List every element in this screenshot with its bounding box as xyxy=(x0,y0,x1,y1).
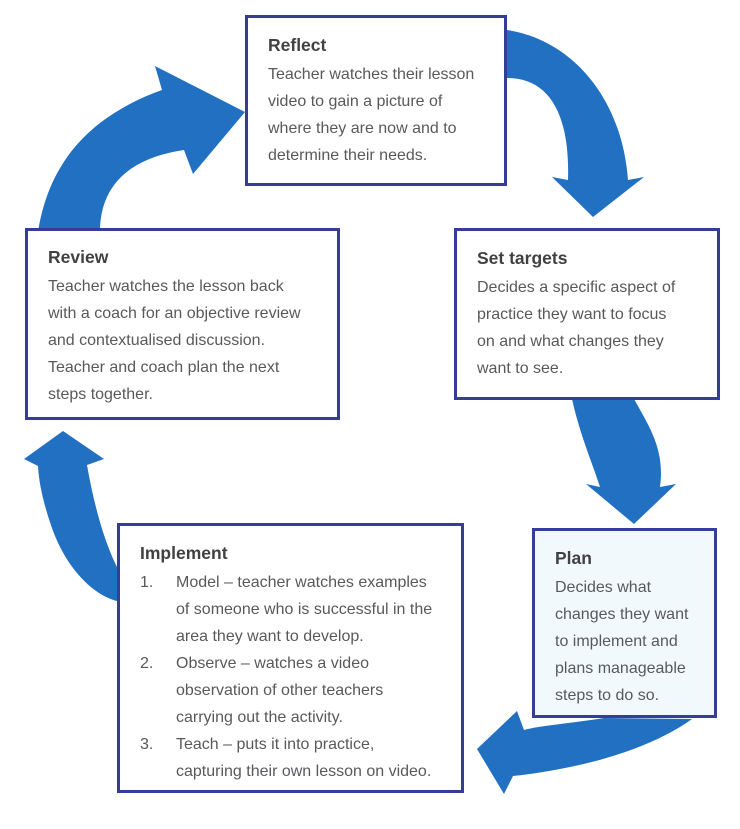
implement-step-text: Teach – puts it into practice, capturing… xyxy=(176,736,432,780)
implement-step-text: Observe – watches a video observation of… xyxy=(176,655,384,726)
implement-step-number: 2. xyxy=(140,655,154,672)
implement-step-number: 1. xyxy=(140,574,154,591)
plan-box: Plan Decides what changes they want to i… xyxy=(532,528,717,718)
reflect-box: Reflect Teacher watches their lesson vid… xyxy=(245,15,507,186)
arrow-reflect-to-set-targets-icon xyxy=(507,30,644,217)
arrow-plan-to-implement-icon xyxy=(477,711,692,794)
reflect-description: Teacher watches their lesson video to ga… xyxy=(268,66,475,164)
review-title: Review xyxy=(48,247,109,267)
reflect-title: Reflect xyxy=(268,35,327,55)
implement-step-number: 3. xyxy=(140,736,154,753)
set-targets-title: Set targets xyxy=(477,248,568,268)
set-targets-description: Decides a specific aspect of practice th… xyxy=(477,279,676,377)
implement-step-text: Model – teacher watches examples of some… xyxy=(176,574,433,645)
implement-box: Implement 1. Model – teacher watches exa… xyxy=(117,523,464,793)
review-description: Teacher watches the lesson back with a c… xyxy=(48,278,301,403)
review-box: Review Teacher watches the lesson back w… xyxy=(25,228,340,420)
implement-step-list: 1. Model – teacher watches examples of s… xyxy=(140,569,442,785)
plan-description: Decides what changes they want to implem… xyxy=(555,579,689,704)
arrow-implement-to-review-icon xyxy=(24,431,117,601)
implement-title: Implement xyxy=(140,543,228,563)
plan-title: Plan xyxy=(555,548,592,568)
arrow-review-to-reflect-icon xyxy=(38,66,245,232)
arrow-set-targets-to-plan-icon xyxy=(572,399,676,524)
set-targets-box: Set targets Decides a specific aspect of… xyxy=(454,228,720,400)
